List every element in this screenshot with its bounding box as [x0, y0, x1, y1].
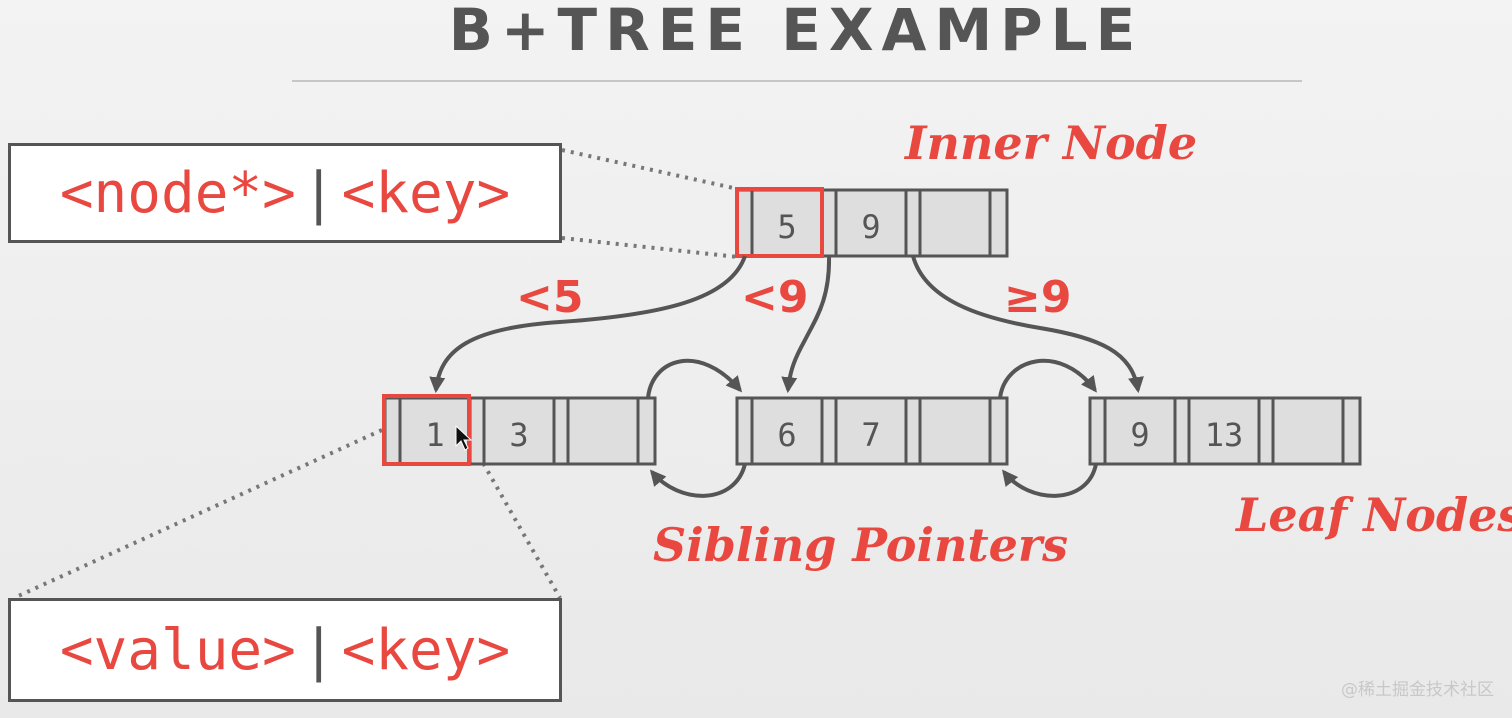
leaf-nodes-label: Leaf Nodes — [1236, 488, 1512, 542]
watermark: @稀土掘金技术社区 — [1341, 680, 1494, 700]
leaf-1-key-2: 3 — [509, 416, 528, 454]
inner-separator-text: | — [301, 160, 336, 226]
leaf-node-2: 6 7 — [735, 396, 1009, 466]
leaf-separator-text: | — [301, 617, 336, 683]
slide-title: B+TREE EXAMPLE — [448, 0, 1144, 64]
leaf-entry-highlight — [382, 394, 471, 466]
node-pointer-text: <node*> — [59, 160, 296, 226]
leaf-callout-line-left — [13, 428, 383, 600]
leaf-node-3: 9 13 — [1088, 396, 1362, 466]
leaf-callout-line-right — [468, 439, 562, 599]
inner-key-text: <key> — [341, 160, 511, 226]
inner-entry-highlight — [735, 187, 824, 258]
leaf-key-text: <key> — [341, 617, 511, 683]
inner-callout-line-top — [561, 148, 739, 191]
sibling-pointers-label: Sibling Pointers — [653, 518, 1069, 572]
inner-entry-format-box: <node*>|<key> — [8, 143, 562, 243]
pointer-arrow-less-9 — [781, 255, 832, 394]
pointer-label-less-9: <9 — [741, 272, 809, 323]
sibling-arrow-1-to-2-top — [646, 358, 743, 399]
pointer-arrow-less-5 — [429, 255, 747, 394]
leaf-entry-format-box: <value>|<key> — [8, 598, 562, 702]
sibling-arrow-2-to-1-bottom — [649, 463, 747, 498]
leaf-2-key-2: 7 — [861, 416, 880, 454]
title-divider — [292, 80, 1302, 82]
inner-node-label: Inner Node — [905, 116, 1198, 170]
leaf-2-key-1: 6 — [777, 416, 796, 454]
leaf-1-key-1: 1 — [425, 416, 444, 454]
mouse-cursor-icon — [455, 424, 473, 451]
inner-key-1: 5 — [777, 208, 796, 246]
leaf-node-1: 1 3 — [382, 394, 657, 466]
inner-node: 5 9 — [735, 187, 1009, 258]
inner-key-2: 9 — [861, 208, 880, 246]
pointer-arrow-ge-9 — [911, 255, 1144, 394]
sibling-arrow-2-to-3-top — [998, 358, 1097, 399]
leaf-3-key-2: 13 — [1205, 416, 1244, 454]
leaf-3-key-1: 9 — [1130, 416, 1149, 454]
inner-callout-line-bottom — [561, 236, 739, 259]
sibling-arrow-3-to-2-bottom — [1002, 463, 1098, 498]
pointer-label-less-5: <5 — [516, 272, 584, 323]
pointer-label-ge-9: ≥9 — [1004, 272, 1072, 323]
value-text: <value> — [59, 617, 296, 683]
